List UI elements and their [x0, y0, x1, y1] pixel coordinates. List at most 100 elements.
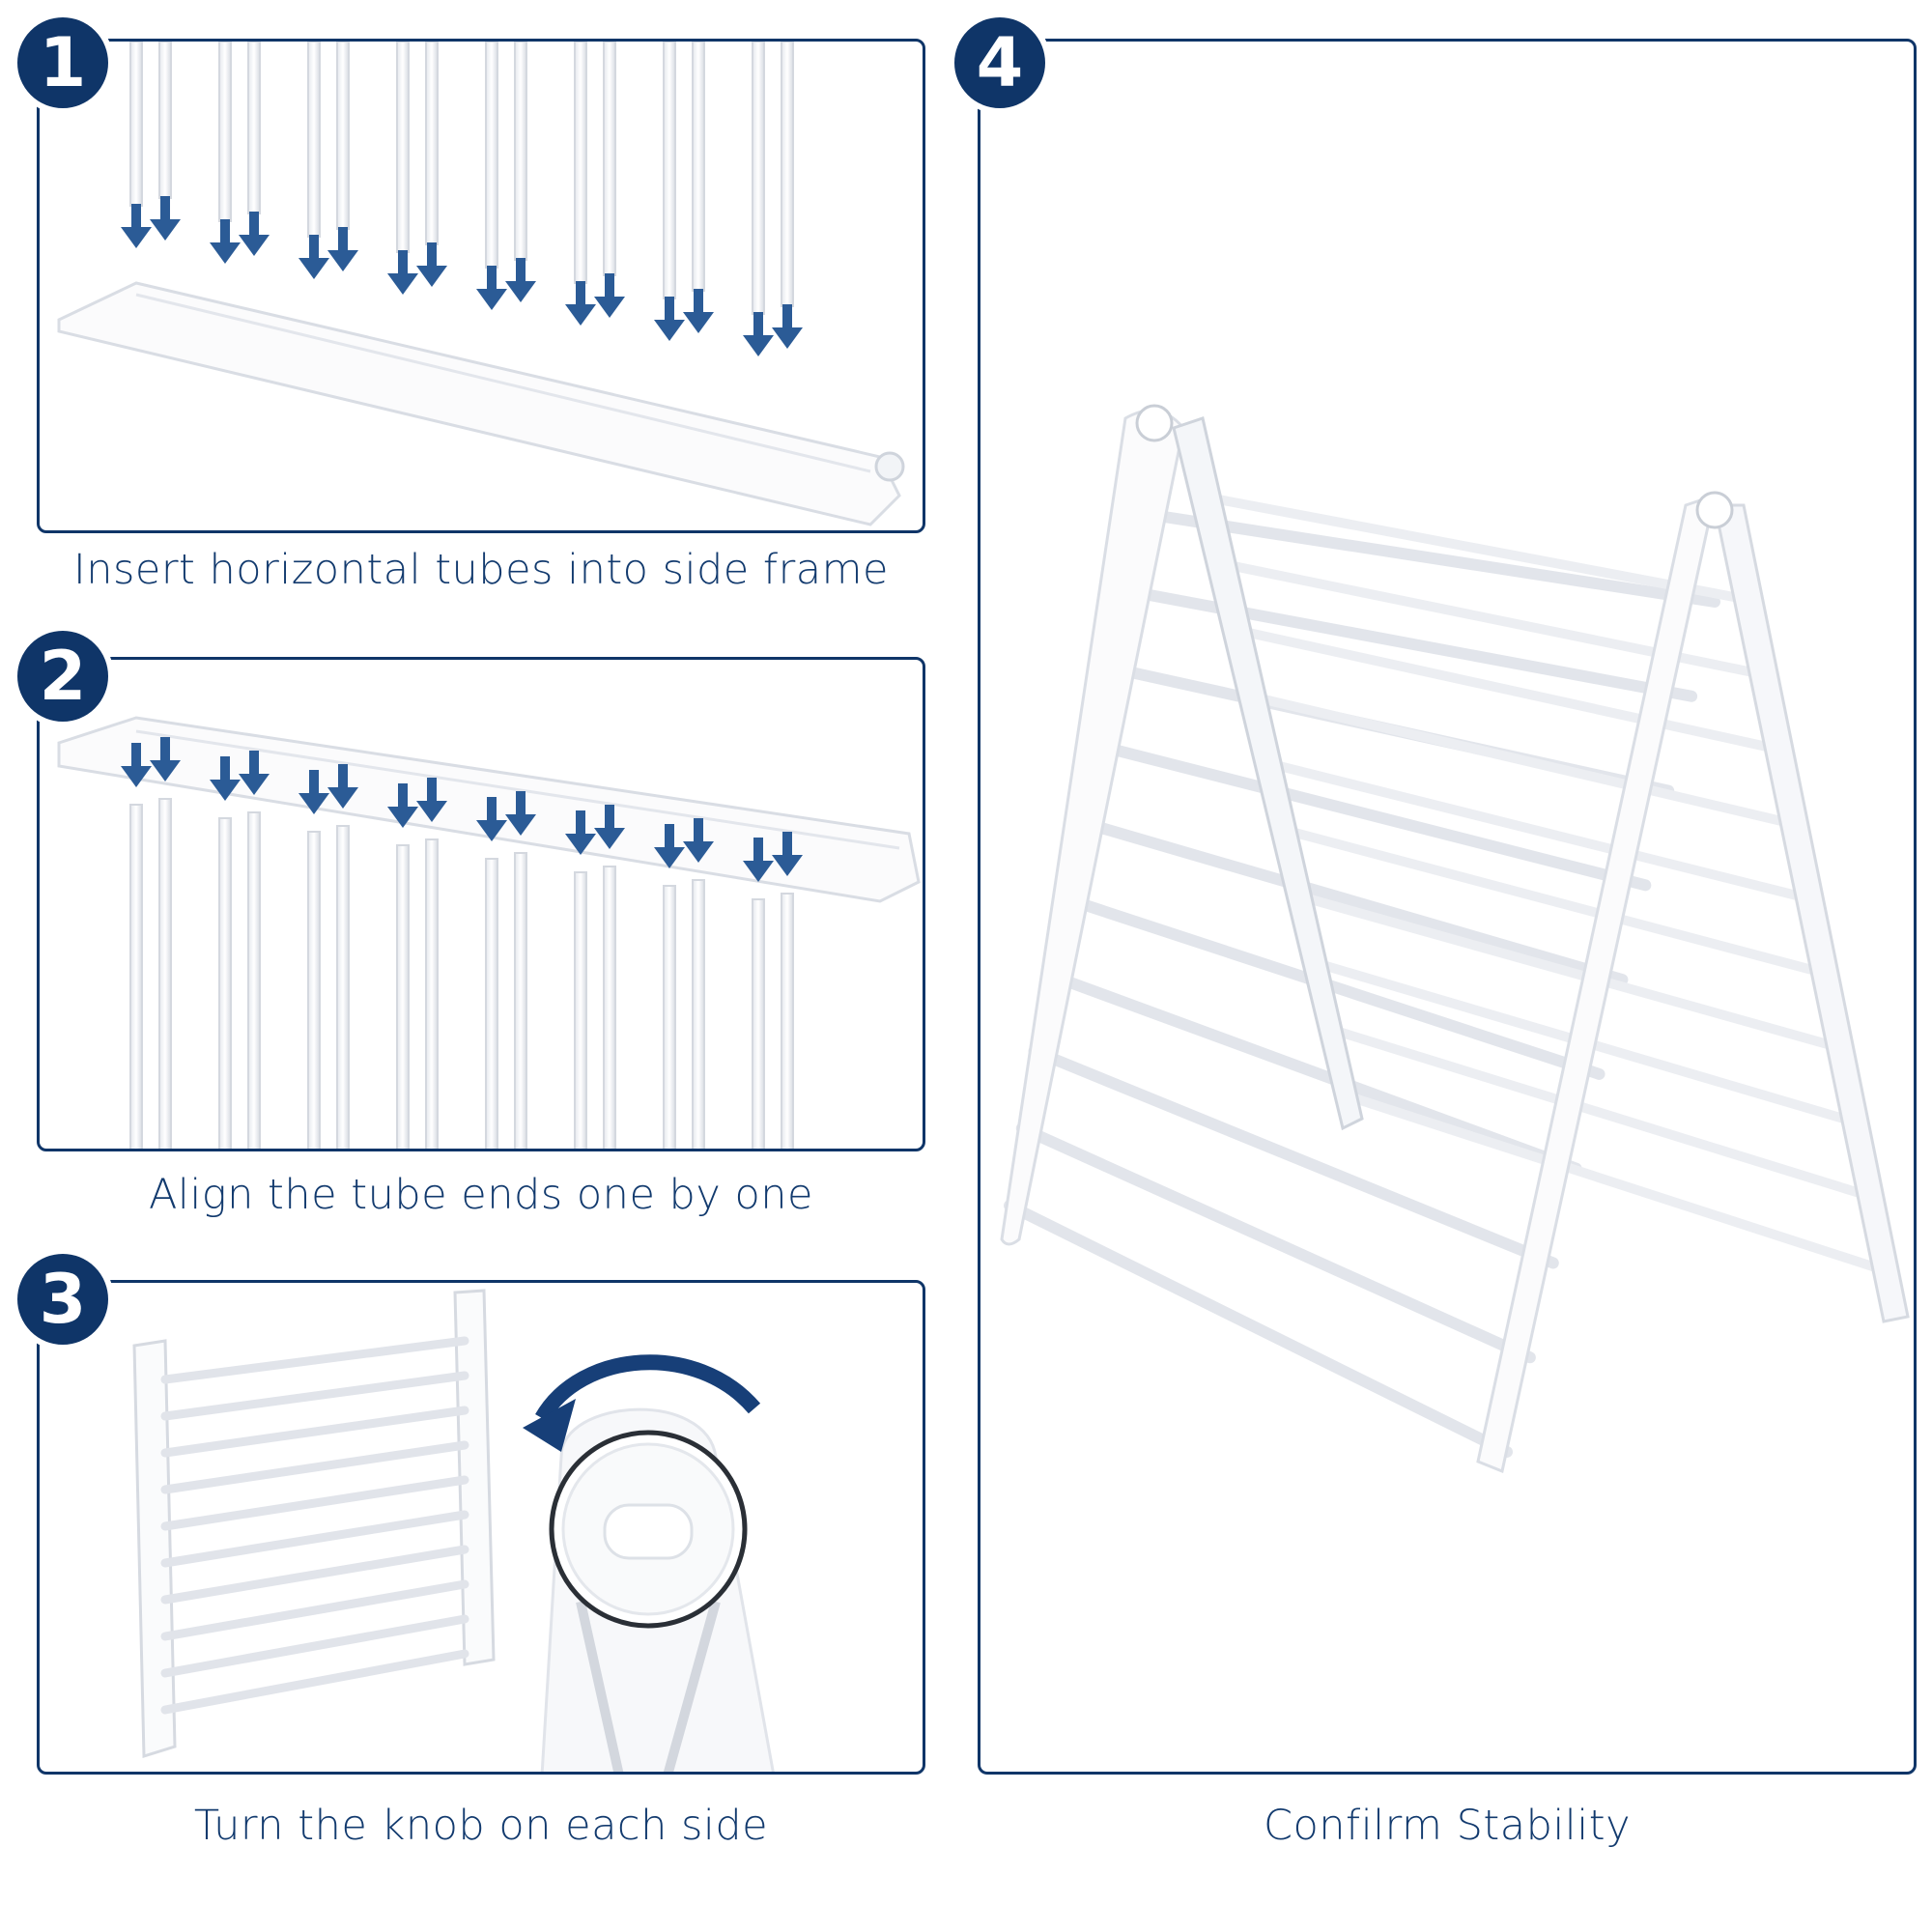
horizontal-tube [752, 898, 765, 1149]
down-arrow-icon [476, 266, 507, 310]
down-arrow-icon [476, 797, 507, 841]
down-arrow-icon [121, 743, 152, 787]
horizontal-tube [129, 804, 143, 1149]
down-arrow-icon [654, 824, 685, 868]
horizontal-tube [603, 866, 616, 1149]
down-arrow-icon [743, 838, 774, 882]
rack-rung [1193, 491, 1739, 602]
horizontal-tube [307, 42, 321, 238]
horizontal-tube [158, 798, 172, 1149]
horizontal-tube [307, 831, 321, 1149]
down-arrow-icon [239, 212, 270, 256]
horizontal-tube [218, 817, 232, 1149]
down-arrow-icon [772, 832, 803, 876]
horizontal-tube [692, 879, 705, 1149]
step-1-badge: 1 [12, 12, 114, 114]
down-arrow-icon [327, 764, 358, 809]
rack-rung [1257, 756, 1810, 903]
step-3-badge: 3 [12, 1248, 114, 1350]
horizontal-tube [218, 42, 232, 222]
horizontal-tube [781, 42, 794, 307]
horizontal-tube [752, 42, 765, 315]
horizontal-tube [781, 893, 794, 1149]
horizontal-tube [158, 42, 172, 199]
rack-rung [160, 1336, 469, 1384]
down-arrow-icon [150, 196, 181, 241]
step-2-panel [37, 657, 925, 1151]
horizontal-tube [336, 42, 350, 230]
horizontal-tube [129, 42, 143, 207]
rack-rung [160, 1371, 469, 1421]
horizontal-tube [247, 811, 261, 1149]
step-4-badge: 4 [949, 12, 1051, 114]
down-arrow-icon [416, 778, 447, 822]
down-arrow-icon [654, 297, 685, 341]
horizontal-tube [485, 858, 498, 1149]
rack-rung [1338, 1090, 1898, 1278]
down-arrow-icon [416, 242, 447, 287]
rack-rung [160, 1579, 469, 1641]
horizontal-tube [603, 42, 616, 276]
knob-icon [874, 451, 905, 482]
rack-rung [1102, 582, 1698, 702]
down-arrow-icon [150, 737, 181, 781]
down-arrow-icon [298, 235, 329, 279]
down-arrow-icon [743, 312, 774, 356]
step-3-illustration [132, 1289, 775, 1772]
down-arrow-icon [565, 281, 596, 326]
hinge-icon [1695, 491, 1734, 529]
down-arrow-icon [210, 219, 241, 264]
rack-rung [1241, 690, 1792, 828]
horizontal-tube [663, 42, 676, 299]
rack-rung [160, 1614, 469, 1678]
horizontal-tube [663, 885, 676, 1149]
down-arrow-icon [594, 273, 625, 318]
down-arrow-icon [594, 805, 625, 849]
rack-rung [160, 1545, 469, 1605]
front-left-leg [1000, 409, 1185, 1246]
back-right-leg [1713, 503, 1910, 1323]
step-3-panel [37, 1280, 925, 1775]
rack-rung [160, 1440, 469, 1494]
down-arrow-icon [327, 227, 358, 271]
rack-rung [1065, 813, 1629, 986]
rack-rung [1225, 623, 1775, 753]
step-1-illustration [57, 42, 905, 526]
rack-rung [160, 1510, 469, 1568]
rack-rung [1040, 968, 1582, 1175]
step-4-caption: Confilrm Stability [1263, 1802, 1632, 1850]
horizontal-tube [396, 844, 410, 1149]
rack-rung [160, 1475, 469, 1531]
back-left-leg [1172, 416, 1364, 1131]
step-4-illustration [1000, 404, 1910, 1474]
horizontal-tube [425, 42, 439, 245]
rack-rung [1273, 823, 1828, 978]
rack-rung [160, 1406, 469, 1458]
rack-rung [1077, 736, 1652, 892]
horizontal-tube [574, 42, 587, 284]
rack-rung [1028, 1045, 1559, 1269]
down-arrow-icon [239, 751, 270, 795]
step-3-caption: Turn the knob on each side [193, 1802, 769, 1850]
hinge-icon [1135, 404, 1174, 442]
down-arrow-icon [387, 783, 418, 828]
step-2-caption: Align the tube ends one by one [149, 1171, 813, 1219]
rack-rung [1321, 1023, 1881, 1204]
down-arrow-icon [121, 204, 152, 248]
down-arrow-icon [683, 289, 714, 333]
down-arrow-icon [505, 791, 536, 836]
horizontal-tube [692, 42, 705, 292]
step-1-caption: Insert horizontal tubes into side frame [73, 546, 889, 594]
rack-rung [1015, 1122, 1536, 1364]
down-arrow-icon [683, 818, 714, 863]
horizontal-tube [514, 852, 527, 1149]
horizontal-tube [425, 838, 439, 1149]
horizontal-tube [574, 871, 587, 1149]
step-4-panel [978, 39, 1917, 1775]
rack-rung [160, 1649, 469, 1715]
down-arrow-icon [565, 810, 596, 855]
down-arrow-icon [505, 258, 536, 302]
horizontal-tube [247, 42, 261, 214]
rotate-arrow-icon [535, 1354, 761, 1423]
down-arrow-icon [772, 304, 803, 349]
